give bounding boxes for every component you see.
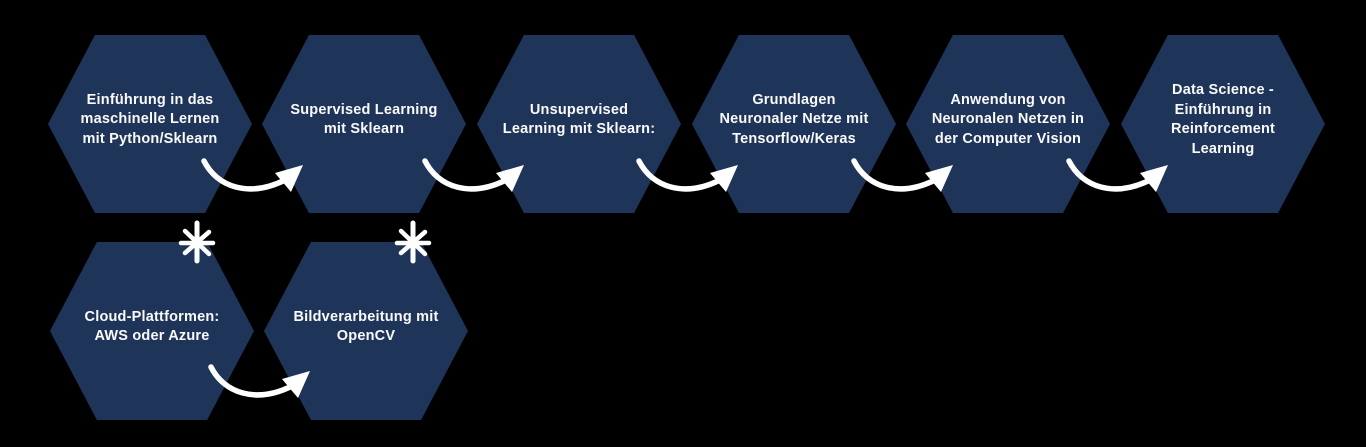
curved-arrow-icon [1066, 158, 1168, 192]
curved-arrow-icon [422, 158, 524, 192]
hexagon-label: Bildverarbeitung mit OpenCV [293, 308, 439, 345]
hexagon-label: Einführung in das maschinelle Lernen mit… [80, 91, 220, 147]
curved-arrow-icon [201, 158, 303, 192]
hexagon-data-science-reinforcement: Data Science - Einführung in Reinforceme… [1121, 35, 1325, 213]
curved-arrow-icon [208, 364, 310, 398]
hexagon-supervised-learning: Supervised Learning mit Sklearn [262, 35, 466, 213]
hexagon-label: Anwendung von Neuronalen Netzen in der C… [931, 91, 1085, 147]
asterisk-icon [394, 220, 432, 264]
hexagon-label: Supervised Learning mit Sklearn [290, 101, 438, 138]
hexagon-einfuehrung-ml: Einführung in das maschinelle Lernen mit… [48, 35, 252, 213]
curved-arrow-icon [636, 158, 738, 192]
hexagon-label: Unsupervised Learning mit Sklearn: [502, 101, 656, 138]
asterisk-icon [178, 220, 216, 264]
hexagon-label: Grundlagen Neuronaler Netze mit Tensorfl… [719, 91, 869, 147]
curved-arrow-icon [851, 158, 953, 192]
hexagon-cloud-plattformen: Cloud-Plattformen: AWS oder Azure [50, 242, 254, 420]
hexagon-label: Data Science - Einführung in Reinforceme… [1170, 82, 1276, 157]
hexagon-label: Cloud-Plattformen: AWS oder Azure [84, 308, 220, 345]
